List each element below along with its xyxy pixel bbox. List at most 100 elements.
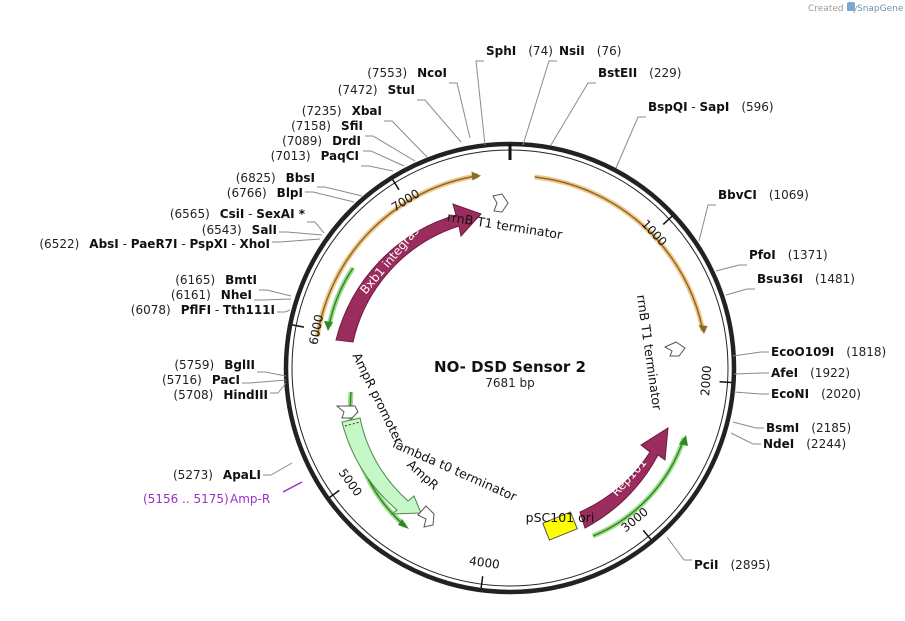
feature-ampr[interactable]	[341, 417, 422, 515]
site-leader	[449, 82, 471, 139]
plasmid-length: 7681 bp	[485, 376, 535, 390]
site-name: BbvCI	[718, 188, 757, 202]
site-leader	[733, 391, 769, 395]
site-position: (229)	[649, 66, 681, 80]
site-name: BmtI	[225, 273, 257, 287]
site-name: EcoNI	[771, 387, 809, 401]
rep101-direction-head	[679, 435, 688, 446]
restriction-site-sphi[interactable]: SphI(74)	[475, 44, 553, 146]
feature-rrnb-t1-terminator-top[interactable]	[492, 193, 509, 213]
feature-bxb1-integrase[interactable]	[335, 203, 482, 343]
site-name: Bsu36I	[757, 272, 803, 286]
primer-amp-r[interactable]: (5156 .. 5175) Amp-R	[143, 481, 303, 506]
site-label: (7089)DrdI	[282, 134, 361, 148]
site-separator: -	[119, 237, 131, 251]
feature-lambda-t0-terminator[interactable]	[417, 505, 435, 528]
site-position: (2244)	[806, 437, 846, 451]
restriction-site-bglii[interactable]: (5759)BglII	[174, 358, 287, 377]
site-position: (1481)	[815, 272, 855, 286]
site-label: (6161) NheI	[171, 288, 252, 302]
plasmid-name: NO- DSD Sensor 2	[434, 358, 586, 376]
ampr-direction-head	[398, 519, 409, 529]
restriction-site-bsteii[interactable]: BstEII(229)	[550, 66, 681, 146]
restriction-site-csii[interactable]: (6565)CsiI - SexAI *	[170, 207, 325, 234]
restriction-site-hindiii[interactable]: (5708)HindIII	[173, 382, 287, 402]
site-name: NheI	[221, 288, 252, 302]
restriction-site-ncoi[interactable]: (7553)NcoI	[367, 66, 471, 139]
restriction-site-paci[interactable]: (5716) PacI	[162, 373, 287, 387]
feature-ampr-promoter[interactable]	[335, 405, 359, 419]
site-leader	[550, 82, 596, 146]
restriction-site-bsmi[interactable]: BsmI(2185)	[732, 421, 851, 435]
site-leader	[732, 351, 769, 357]
feature-bxb1-integrase-label: Bxb1 integrase	[357, 218, 426, 297]
site-leader	[277, 309, 291, 313]
site-leader	[730, 432, 761, 445]
restriction-site-econi[interactable]: EcoNI(2020)	[733, 387, 861, 401]
restriction-site-stui[interactable]: (7472)StuI	[338, 83, 462, 143]
site-separator: -	[688, 100, 700, 114]
site-position: (5716)	[162, 373, 202, 387]
site-name: EcoO109I	[771, 345, 834, 359]
rep101-direction-line	[592, 437, 685, 537]
restriction-site-pflfi[interactable]: (6078)PflFI - Tth111I	[131, 303, 291, 317]
site-label: (6565)CsiI - SexAI *	[170, 207, 306, 221]
site-leader	[715, 264, 747, 272]
feature-rrnb-t1-terminator-top-label: rrnB T1 terminator	[446, 209, 564, 242]
site-leader	[242, 379, 287, 384]
restriction-site-bmti[interactable]: (6165)BmtI	[175, 273, 292, 297]
site-name: PfoI	[749, 248, 776, 262]
feature-rrnb-t1-terminator-right-label: rrnB T1 terminator	[634, 294, 665, 412]
site-name: SfiI	[341, 119, 363, 133]
site-label: PciI(2895)	[694, 558, 770, 572]
site-position: (6161)	[171, 288, 211, 302]
feature-rrnb-t1-terminator-right[interactable]	[663, 341, 686, 357]
site-leader	[698, 204, 716, 242]
restriction-site-apali[interactable]: (5273)ApaLI	[173, 462, 293, 482]
orf-arc-1-line	[534, 176, 704, 332]
site-label: Bsu36I (1481)	[757, 272, 855, 286]
restriction-site-ecoo109i[interactable]: EcoO109I(1818)	[732, 345, 886, 359]
restriction-site-bsu36i[interactable]: Bsu36I (1481)	[725, 272, 855, 296]
restriction-site-sfii[interactable]: (7158)SfiI	[291, 119, 416, 162]
feature-rep101[interactable]	[579, 427, 669, 529]
site-label: NdeI(2244)	[763, 437, 846, 451]
site-leader	[417, 99, 462, 143]
site-position: (596)	[741, 100, 773, 114]
site-label: BbvCI(1069)	[718, 188, 809, 202]
site-position: (6766)	[227, 186, 267, 200]
restriction-site-afei[interactable]: AfeI(1922)	[733, 366, 850, 380]
restriction-site-paqci[interactable]: (7013)PaqCI	[271, 149, 394, 172]
restriction-site-blpi[interactable]: (6766)BlpI	[227, 186, 355, 203]
restriction-site-absi[interactable]: (6522)AbsI - PaeR7I - PspXI - XhoI	[39, 237, 321, 251]
site-name: SexAI *	[256, 207, 305, 221]
site-name: PacI	[212, 373, 240, 387]
scale-tick-label: 2000	[698, 365, 714, 396]
site-label: BstEII(229)	[598, 66, 681, 80]
restriction-site-nhei[interactable]: (6161) NheI	[171, 288, 292, 302]
site-leader	[279, 231, 323, 236]
site-leader	[615, 116, 646, 169]
restriction-site-nsii[interactable]: NsiI(76)	[522, 44, 621, 146]
feature-psc101-ori[interactable]	[542, 511, 578, 541]
restriction-site-xbai[interactable]: (7235)XbaI	[302, 104, 428, 158]
restriction-site-sali[interactable]: (6543)SalI	[202, 223, 323, 237]
restriction-site-pfoi[interactable]: PfoI(1371)	[715, 248, 828, 272]
site-label: (7472)StuI	[338, 83, 415, 97]
site-leader	[305, 191, 355, 203]
site-leader	[732, 421, 764, 429]
restriction-site-bbsi[interactable]: (6825)BbsI	[236, 171, 363, 197]
site-label: (6078)PflFI - Tth111I	[131, 303, 275, 317]
site-position: (74)	[528, 44, 553, 58]
restriction-site-drdi[interactable]: (7089)DrdI	[282, 134, 405, 167]
restriction-site-bspqi[interactable]: BspQI - SapI(596)	[615, 100, 774, 169]
credit: Created by SnapGene	[808, 2, 904, 14]
restriction-site-ndei[interactable]: NdeI(2244)	[730, 432, 846, 451]
restriction-site-pcii[interactable]: PciI(2895)	[666, 536, 770, 572]
site-name: CsiI	[220, 207, 245, 221]
restriction-site-bbvci[interactable]: BbvCI(1069)	[698, 188, 809, 242]
bxb1-direction-head	[324, 321, 333, 331]
site-label: BspQI - SapI(596)	[648, 100, 774, 114]
